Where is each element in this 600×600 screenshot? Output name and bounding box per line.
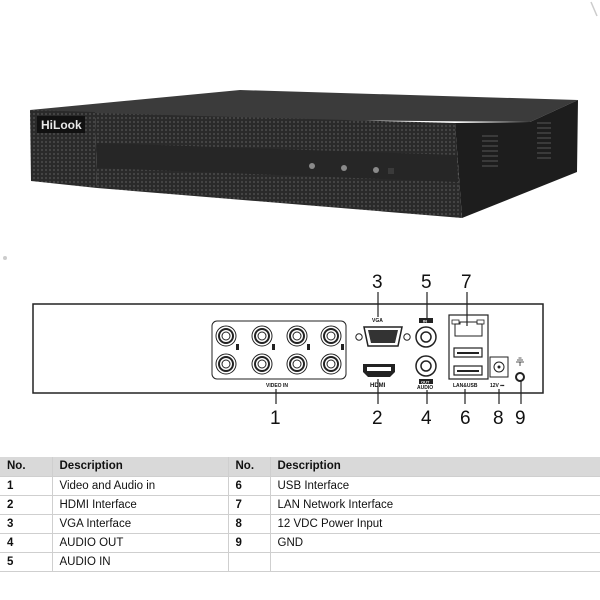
cell-no: 3: [0, 514, 53, 534]
audio-in-jack: IN: [415, 318, 437, 348]
cell-description: HDMI Interface: [52, 495, 229, 515]
table-row: 5 AUDIO IN: [0, 552, 600, 572]
bnc-connector-icon: [320, 353, 342, 375]
header-no: No.: [228, 457, 271, 477]
callout-2: 2: [372, 408, 383, 429]
device-top-surface: [30, 90, 578, 122]
table-header-row: No. Description No. Description: [0, 457, 600, 477]
callout-3: 3: [372, 272, 383, 293]
dvr-product-photo: HiLook: [30, 1, 598, 218]
bnc-connector-icon: [251, 353, 273, 375]
bnc-connector-icon: [251, 325, 273, 347]
cell-description: AUDIO IN: [52, 552, 229, 572]
cell-no: 9: [228, 533, 271, 553]
audio-label: AUDIO: [417, 385, 433, 391]
cell-description: AUDIO OUT: [52, 533, 229, 553]
led-indicator-icon: [373, 167, 379, 173]
lan-usb-block: LAN&USB: [448, 314, 489, 389]
table-row: 1 Video and Audio in 6 USB Interface: [0, 476, 600, 496]
cell-description: USB Interface: [270, 476, 600, 496]
led-indicator-icon: [341, 165, 347, 171]
cell-description: LAN Network Interface: [270, 495, 600, 515]
video-in-bank: VIDEO IN: [211, 320, 347, 389]
cell-no: 4: [0, 533, 53, 553]
gnd-terminal: [515, 357, 525, 382]
callout-1: 1: [270, 408, 281, 429]
bnc-connector-icon: [215, 353, 237, 375]
cell-no: 1: [0, 476, 53, 496]
front-band: [97, 143, 458, 182]
vga-label: VGA: [372, 318, 383, 324]
cell-no: 5: [0, 552, 53, 572]
vga-port: VGA: [355, 318, 411, 347]
bnc-connector-icon: [286, 325, 308, 347]
audio-in-tag: IN: [423, 319, 427, 324]
channel-marker-icon: [272, 344, 275, 350]
channel-marker-icon: [341, 344, 344, 350]
header-description: Description: [270, 457, 600, 477]
callout-8: 8: [493, 408, 504, 429]
ground-symbol-icon: [516, 357, 524, 366]
callout-9: 9: [515, 408, 526, 429]
bnc-connector-icon: [286, 353, 308, 375]
brand-logo-plate: [37, 116, 85, 133]
led-indicator-icon: [309, 163, 315, 169]
table-row: 4 AUDIO OUT 9 GND: [0, 533, 600, 553]
channel-marker-icon: [307, 344, 310, 350]
power-input: 12V ⎓: [489, 356, 509, 389]
channel-marker-icon: [236, 344, 239, 350]
power-label: 12V ⎓: [490, 383, 504, 389]
interface-description-table: No. Description No. Description 1 Video …: [0, 457, 600, 572]
bnc-connector-icon: [320, 325, 342, 347]
cell-description: VGA Interface: [52, 514, 229, 534]
cell-no: 2: [0, 495, 53, 515]
cell-description: Video and Audio in: [52, 476, 229, 496]
rear-panel-diagram: VIDEO IN VGA HDMI IN OUT AUDIO: [3, 256, 544, 429]
cell-description: GND: [270, 533, 600, 553]
lan-usb-label: LAN&USB: [453, 383, 478, 389]
table-row: 3 VGA Interface 8 12 VDC Power Input: [0, 514, 600, 534]
audio-out-tag: OUT: [421, 380, 430, 385]
brand-logo: HiLook: [41, 118, 82, 132]
cell-description: 12 VDC Power Input: [270, 514, 600, 534]
cell-no: 6: [228, 476, 271, 496]
cell-no: 7: [228, 495, 271, 515]
header-description: Description: [52, 457, 229, 477]
callout-4: 4: [421, 408, 432, 429]
device-side: [455, 100, 578, 218]
usb-ports: [453, 347, 483, 376]
bnc-connector-icon: [215, 325, 237, 347]
side-vent-icon: [482, 122, 551, 167]
cell-no: 8: [228, 514, 271, 534]
callout-6: 6: [460, 408, 471, 429]
cell-description: [270, 552, 600, 572]
callout-7: 7: [461, 272, 472, 293]
table-row: 2 HDMI Interface 7 LAN Network Interface: [0, 495, 600, 515]
video-in-label: VIDEO IN: [266, 383, 288, 389]
callout-5: 5: [421, 272, 432, 293]
ir-receiver-icon: [388, 168, 394, 174]
audio-out-jack: OUT AUDIO: [415, 355, 437, 391]
lan-port: [451, 319, 485, 337]
header-no: No.: [0, 457, 53, 477]
cell-no: [228, 552, 271, 572]
